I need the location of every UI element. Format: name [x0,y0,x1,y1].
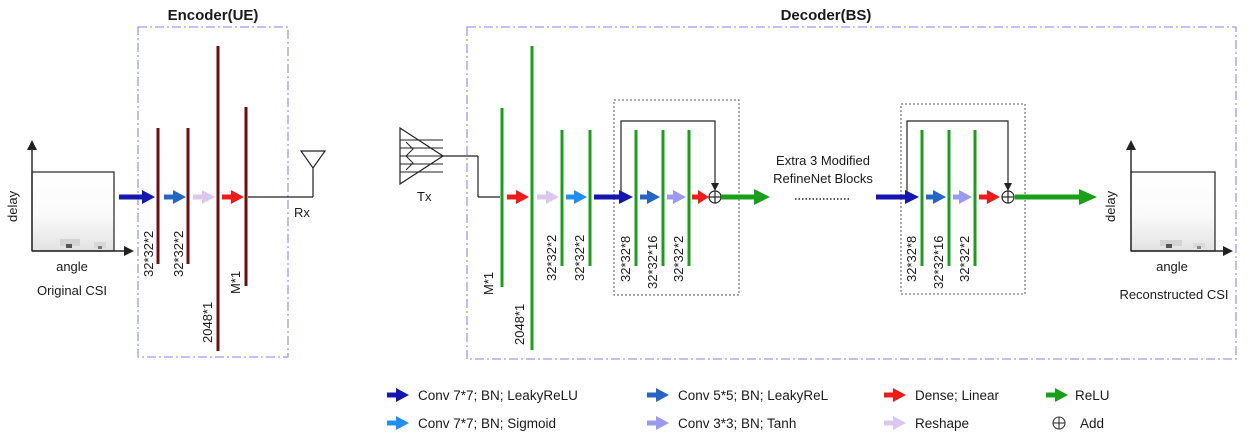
decoder-dim-3: 32*32*2 [544,235,559,281]
block1-conv7-arrow-icon [594,190,633,204]
decoder-arrows [507,189,1097,205]
legend-relu-arrow-icon [1055,388,1068,402]
block2-dense-arrow-icon [979,190,1000,204]
legend-item-dense-linear: Dense; Linear [884,388,1000,403]
block2-conv5-arrow-icon [926,190,946,204]
legend-conv7-leakyrelu-label: Conv 7*7; BN; LeakyReLU [418,388,578,403]
decoder-conv-sigmoid-arrow-icon [566,190,587,204]
legend-reshape-arrow-icon [893,416,906,430]
encoder-dim-4: M*1 [228,271,243,294]
block2-add-icon [1001,190,1015,204]
block1-dim-3: 32*32*2 [671,236,686,282]
block2-skip-connection [906,120,1012,197]
rx-label: Rx [294,205,310,220]
encoder-dim-3: 2048*1 [200,302,215,343]
legend-dense-linear-label: Dense; Linear [915,388,1000,403]
block1-dim-2: 32*32*16 [645,236,660,290]
block1-relu-arrow-icon [721,189,770,205]
encoder-title: Encoder(UE) [168,7,259,24]
legend-add-label: Add [1080,416,1104,431]
block2-dim-3: 32*32*2 [957,236,972,282]
legend-conv7-sigmoid-arrow-icon [396,416,409,430]
decoder-section-border [466,26,1237,360]
dense-arrow-icon [222,190,244,204]
reconstructed-csi-caption: Reconstructed CSI [1119,287,1228,302]
original-angle-label: angle [56,259,88,274]
tx-antenna-array-icon [399,126,500,198]
block1-add-icon [708,190,722,204]
legend-item-conv3-tanh: Conv 3*3; BN; Tanh [647,416,796,431]
original-delay-label: delay [5,190,20,222]
block2-conv3-arrow-icon [953,190,972,204]
encoder-layers [156,46,248,351]
block1-conv3-arrow-icon [667,190,686,204]
reconstructed-csi-plot: delay angle Reconstructed CSI [1103,140,1233,302]
block1-conv5-arrow-icon [640,190,660,204]
decoder-reshape-arrow-icon [537,190,559,204]
legend-conv7-sigmoid-label: Conv 7*7; BN; Sigmoid [418,416,556,431]
legend-conv5-leakyrel-label: Conv 5*5; BN; LeakyReL [678,388,829,403]
encoder-section-border [137,26,289,358]
block1-dim-1: 32*32*8 [618,236,633,282]
reconstructed-delay-axis-arrow-icon [1126,140,1136,150]
legend: Conv 7*7; BN; LeakyReLU Conv 7*7; BN; Si… [387,388,1110,431]
reconstructed-angle-label: angle [1156,259,1188,274]
legend-conv7-leakyrelu-arrow-icon [396,388,409,402]
delay-axis-arrow-icon [27,140,37,150]
encoder-dim-1: 32*32*2 [141,231,156,277]
decoder-layers [500,46,977,350]
legend-conv3-tanh-label: Conv 3*3; BN; Tanh [678,416,796,431]
encoder-dim-2: 32*32*2 [171,231,186,277]
extra-blocks-line-1: Extra 3 Modified [776,153,870,168]
legend-item-conv7-sigmoid: Conv 7*7; BN; Sigmoid [387,416,556,431]
block1-dense-arrow-icon [692,190,709,204]
original-csi-plot: delay angle Original CSI [5,140,134,298]
conv5-leakyrelu-arrow-icon [164,190,186,204]
legend-item-conv7-leakyrelu: Conv 7*7; BN; LeakyReLU [387,388,578,403]
decoder-dim-2: 2048*1 [512,304,527,345]
decoder-dim-1: M*1 [481,272,496,295]
encoder-arrows [119,190,244,204]
legend-item-reshape: Reshape [884,416,969,431]
legend-conv5-leakyrel-arrow-icon [656,388,669,402]
block2-dim-2: 32*32*16 [931,236,946,290]
conv7-leakyrelu-arrow-icon [119,190,155,204]
reconstructed-angle-axis-arrow-icon [1223,246,1233,256]
legend-item-add: Add [1052,416,1104,431]
decoder-dense-arrow-icon [507,190,529,204]
reconstructed-csi-image [1130,171,1216,252]
decoder-dim-4: 32*32*2 [572,235,587,281]
legend-add-icon [1052,416,1066,430]
block2-conv7-arrow-icon [876,190,919,204]
block1-skip-connection [620,120,719,197]
legend-relu-label: ReLU [1075,388,1110,403]
legend-dense-linear-arrow-icon [893,388,906,402]
legend-item-conv5-leakyrel: Conv 5*5; BN; LeakyReL [647,388,829,403]
decoder-title: Decoder(BS) [781,7,872,24]
legend-reshape-label: Reshape [915,416,969,431]
block2-dim-1: 32*32*8 [904,236,919,282]
extra-blocks-line-2: RefineNet Blocks [773,171,873,186]
legend-item-relu: ReLU [1046,388,1110,403]
angle-axis-arrow-icon [124,246,134,256]
reshape-arrow-icon [193,190,215,204]
original-csi-caption: Original CSI [37,283,107,298]
rx-antenna-icon [248,150,327,198]
legend-conv3-tanh-arrow-icon [656,416,669,430]
tx-label: Tx [417,189,432,204]
reconstructed-delay-label: delay [1103,190,1118,222]
output-relu-arrow-icon [1015,189,1097,205]
